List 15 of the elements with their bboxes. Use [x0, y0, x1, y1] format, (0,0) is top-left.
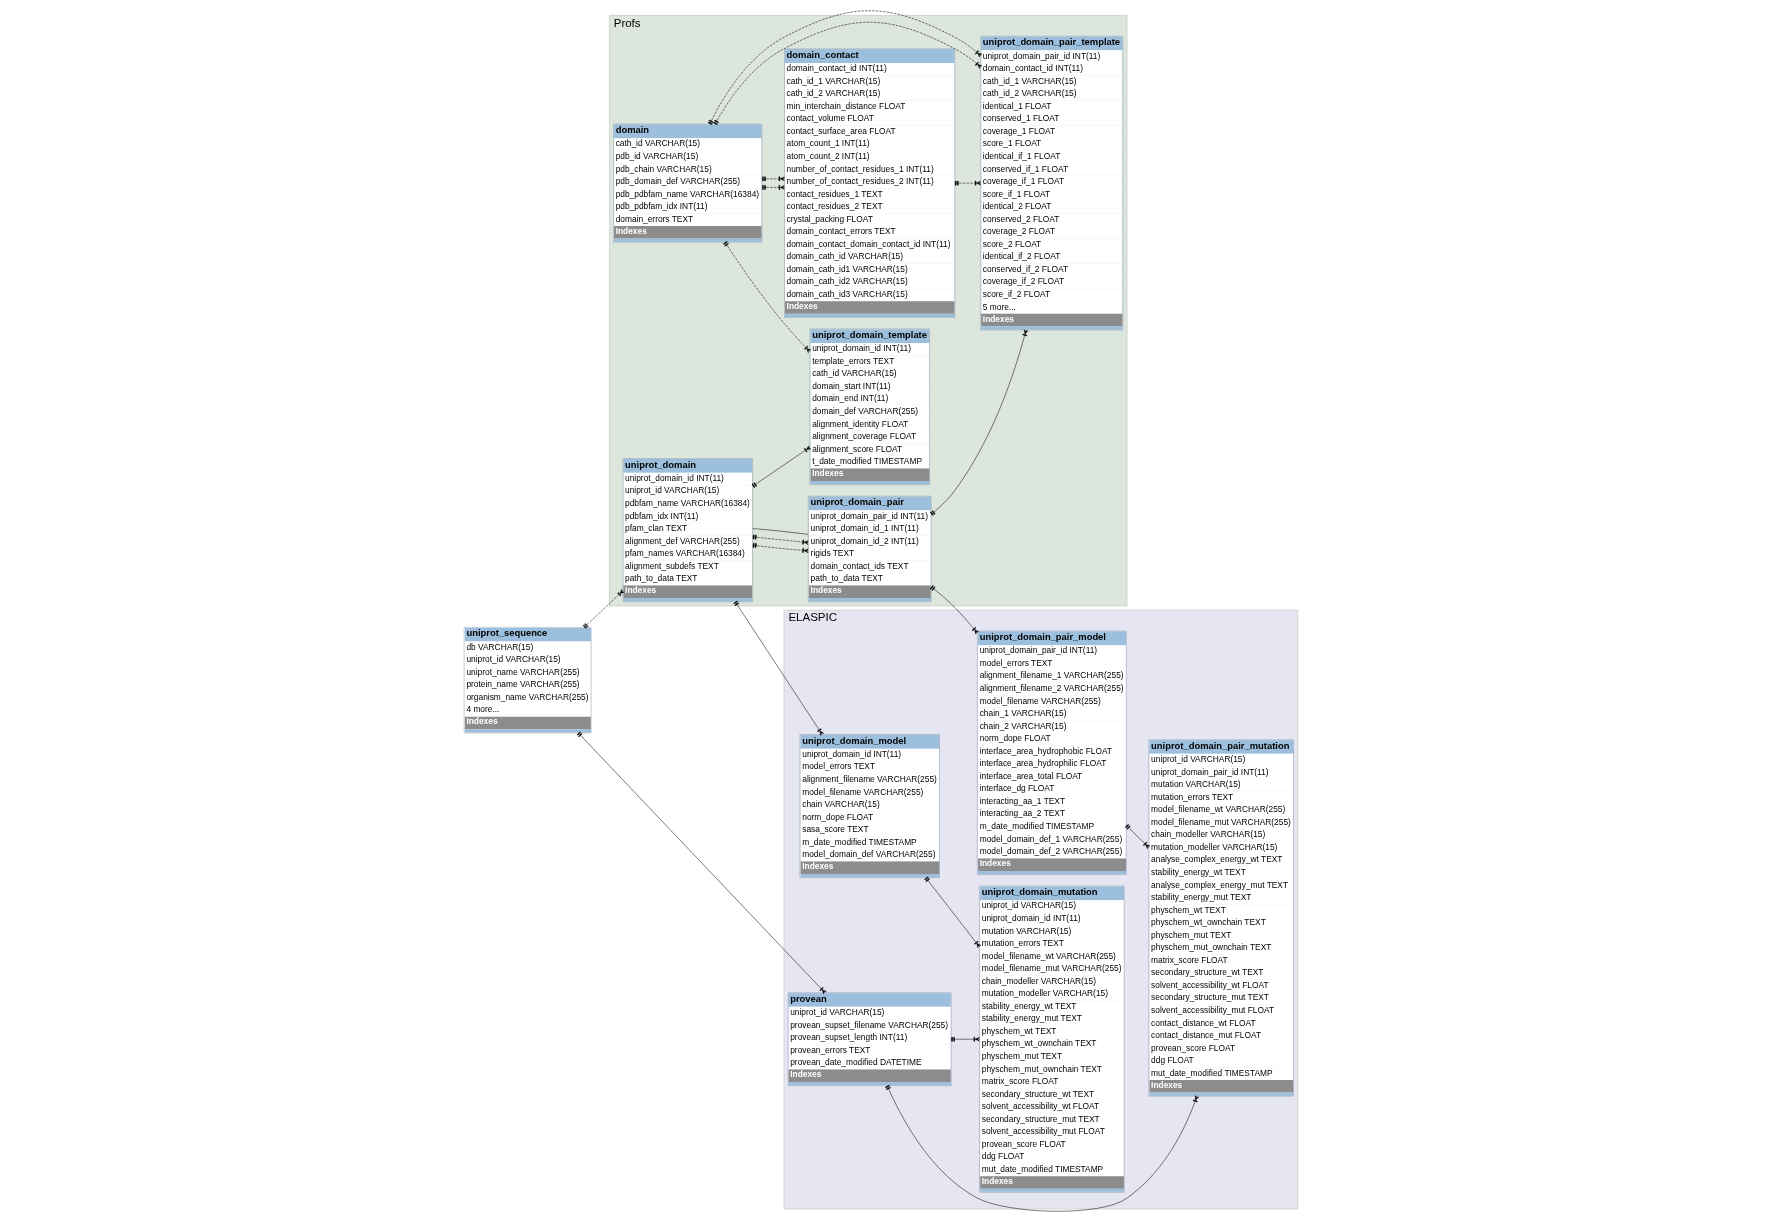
connector — [576, 731, 827, 995]
connector — [752, 542, 809, 553]
connector — [954, 180, 981, 186]
connector — [950, 1036, 980, 1042]
connector — [929, 585, 979, 635]
connector — [761, 176, 785, 182]
connector — [1124, 824, 1150, 849]
connector — [752, 534, 809, 545]
connector — [732, 600, 824, 736]
connector — [751, 445, 811, 488]
connector — [761, 185, 785, 190]
connector — [582, 589, 624, 629]
connector — [929, 329, 1028, 516]
connector — [923, 876, 981, 949]
connector — [722, 241, 811, 353]
